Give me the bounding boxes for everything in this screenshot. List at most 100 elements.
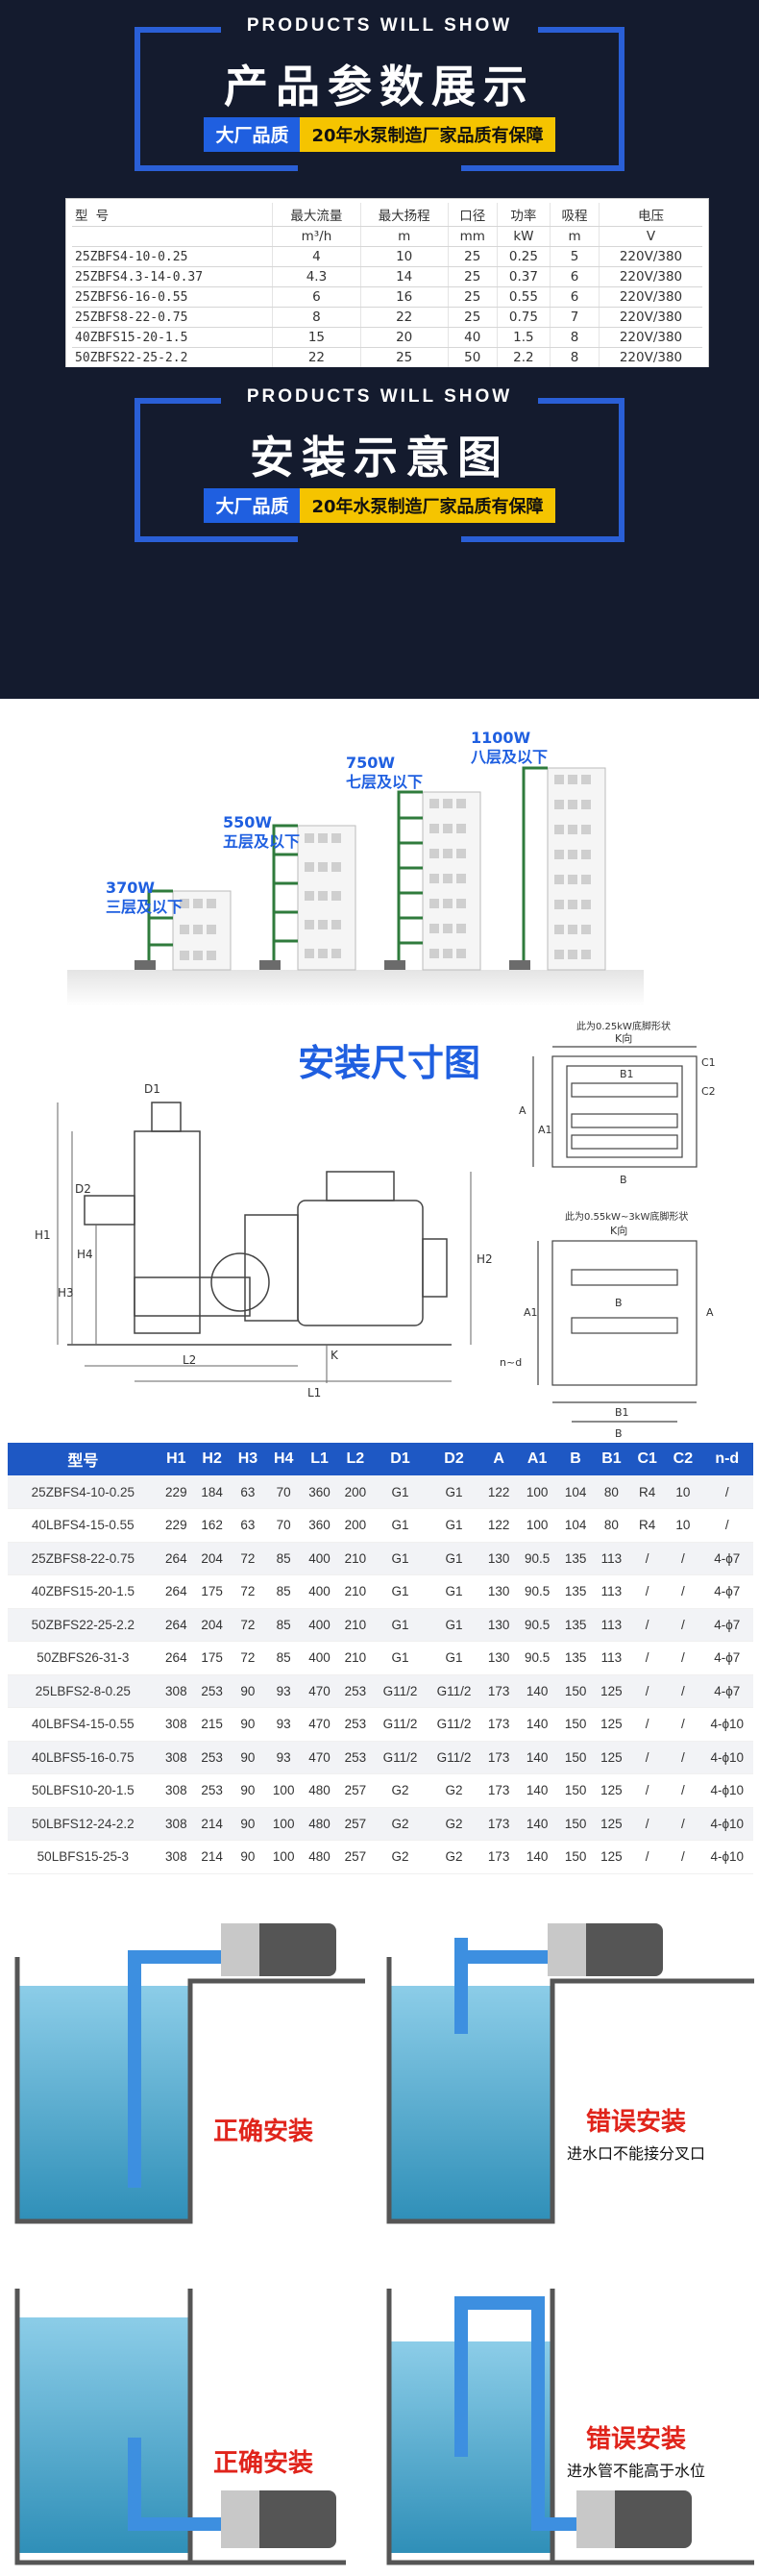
dim-header-cell: L1 bbox=[301, 1443, 338, 1475]
view-k-label-2: K向 bbox=[610, 1224, 627, 1237]
dim-cell: 214 bbox=[193, 1807, 231, 1841]
spec-cell: 5 bbox=[550, 246, 600, 267]
dim-header-cell: H3 bbox=[230, 1443, 266, 1475]
dim-cell: 70 bbox=[265, 1508, 302, 1543]
dim-cell: G1 bbox=[373, 1574, 428, 1609]
dim-cell: 150 bbox=[557, 1741, 594, 1774]
dim-cell: 140 bbox=[516, 1773, 558, 1808]
dim-cell: G1 bbox=[373, 1641, 428, 1675]
dim-cell: 400 bbox=[301, 1641, 338, 1675]
spec-cell: 2.2 bbox=[497, 347, 551, 368]
pump-drawing: 安装尺寸图 D1 D2 H1 H4 H3 bbox=[35, 1020, 716, 1440]
dim-cell: 122 bbox=[480, 1475, 517, 1509]
dim-cell: 150 bbox=[557, 1807, 594, 1841]
spec-cell: 25 bbox=[448, 246, 498, 267]
dim-cell: 130 bbox=[480, 1608, 517, 1642]
spec-cell: 最大流量 bbox=[272, 203, 361, 227]
dim-cell: G2 bbox=[427, 1807, 481, 1841]
spec-section: PRODUCTS WILL SHOW 产品参数展示 大厂品质 20年水泵制造厂家… bbox=[0, 0, 759, 393]
dim-cell: 70 bbox=[265, 1475, 302, 1509]
dim-header-cell: C1 bbox=[629, 1443, 666, 1475]
dim-cell: 90 bbox=[230, 1807, 266, 1841]
dim-cell: G2 bbox=[427, 1840, 481, 1874]
dim-cell: G1 bbox=[373, 1475, 428, 1509]
spec-cell: 14 bbox=[360, 266, 449, 287]
dim-cell: 480 bbox=[301, 1807, 338, 1841]
dim-label-b-under: B bbox=[615, 1427, 623, 1440]
section-header-params: PRODUCTS WILL SHOW 产品参数展示 大厂品质 20年水泵制造厂家… bbox=[135, 6, 624, 171]
dim-cell: G1 bbox=[373, 1542, 428, 1575]
dim-cell: 264 bbox=[158, 1574, 194, 1609]
dim-cell: 113 bbox=[593, 1542, 630, 1575]
spec-cell: 电压 bbox=[599, 203, 702, 227]
dim-cell: 85 bbox=[265, 1574, 302, 1609]
dim-cell: 210 bbox=[337, 1608, 374, 1642]
dim-label-h1: H1 bbox=[35, 1228, 51, 1242]
spec-cell: 4 bbox=[272, 246, 361, 267]
dim-cell: 93 bbox=[265, 1707, 302, 1742]
dim-label-nd: n~d bbox=[500, 1356, 522, 1369]
dim-cell: 162 bbox=[193, 1508, 231, 1543]
spec-cell: 型 号 bbox=[72, 203, 274, 227]
dim-cell: 308 bbox=[158, 1741, 194, 1774]
dim-cell: G1 bbox=[373, 1608, 428, 1642]
dim-cell: 113 bbox=[593, 1641, 630, 1675]
power-label-2: 550W bbox=[223, 813, 272, 831]
dim-cell: 264 bbox=[158, 1641, 194, 1675]
dim-cell: / bbox=[700, 1475, 753, 1509]
dim-label-l2: L2 bbox=[183, 1353, 196, 1367]
spec-cell: 16 bbox=[360, 286, 449, 308]
spec-cell: 20 bbox=[360, 327, 449, 348]
dim-cell: G11/2 bbox=[373, 1707, 428, 1742]
dim-label-a1-bottom: A1 bbox=[524, 1306, 538, 1319]
spec-cell: V bbox=[599, 226, 702, 247]
spec-cell: 吸程 bbox=[550, 203, 600, 227]
power-label-4: 1100W bbox=[471, 730, 531, 747]
dim-cell: G2 bbox=[373, 1807, 428, 1841]
dim-cell: / bbox=[665, 1741, 701, 1774]
dim-cell: 173 bbox=[480, 1674, 517, 1708]
spec-cell bbox=[72, 226, 274, 247]
dim-cell: 150 bbox=[557, 1707, 594, 1742]
dim-cell: / bbox=[665, 1608, 701, 1642]
power-label-1: 370W bbox=[106, 879, 155, 897]
quality-tag: 大厂品质 bbox=[204, 488, 301, 523]
spec-cell: 6 bbox=[550, 266, 600, 287]
spec-cell: 4.3 bbox=[272, 266, 361, 287]
dim-cell: / bbox=[629, 1674, 666, 1708]
spec-cell: 220V/380 bbox=[599, 347, 702, 368]
spec-cell: 最大扬程 bbox=[360, 203, 449, 227]
dim-cell: 40LBFS5-16-0.75 bbox=[8, 1741, 159, 1774]
dim-cell: / bbox=[665, 1840, 701, 1874]
dim-cell: 253 bbox=[193, 1741, 231, 1774]
dim-cell: 93 bbox=[265, 1674, 302, 1708]
guarantee-tag: 20年水泵制造厂家品质有保障 bbox=[300, 488, 555, 523]
wrong-label-2: 错误安装 bbox=[586, 2425, 686, 2454]
dim-cell: 10 bbox=[665, 1475, 701, 1509]
dim-cell: 104 bbox=[557, 1508, 594, 1543]
wrong-note-2: 进水管不能高于水位 bbox=[567, 2462, 705, 2480]
dim-cell: 400 bbox=[301, 1542, 338, 1575]
dim-cell: 72 bbox=[230, 1574, 266, 1609]
dim-cell: 210 bbox=[337, 1574, 374, 1609]
dim-cell: 140 bbox=[516, 1807, 558, 1841]
dim-cell: 125 bbox=[593, 1674, 630, 1708]
dim-cell: 72 bbox=[230, 1641, 266, 1675]
dim-label-k: K bbox=[331, 1349, 339, 1362]
dim-cell: / bbox=[629, 1773, 666, 1808]
dim-label-c1: C1 bbox=[701, 1056, 716, 1069]
dim-cell: 229 bbox=[158, 1475, 194, 1509]
spec-cell: 220V/380 bbox=[599, 286, 702, 308]
dim-cell: 257 bbox=[337, 1773, 374, 1808]
dim-label-h4: H4 bbox=[77, 1248, 93, 1261]
spec-cell: 10 bbox=[360, 246, 449, 267]
dim-cell: 125 bbox=[593, 1807, 630, 1841]
dim-cell: 257 bbox=[337, 1840, 374, 1874]
dim-cell: 50ZBFS26-31-3 bbox=[8, 1641, 159, 1675]
dim-cell: 100 bbox=[516, 1475, 558, 1509]
